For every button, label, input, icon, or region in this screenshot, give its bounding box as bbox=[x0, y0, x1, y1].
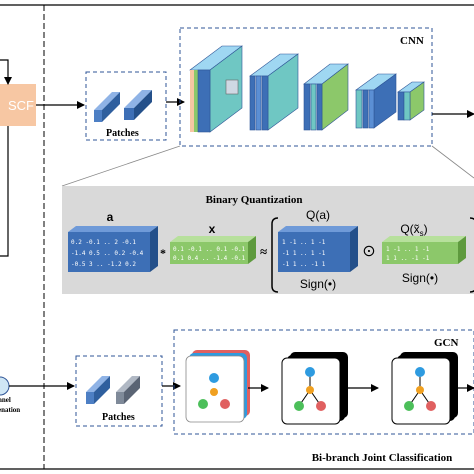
feedback-line-bottom bbox=[0, 126, 9, 257]
graph2-node-red bbox=[316, 401, 326, 411]
q-a-label: Q(a) bbox=[306, 208, 330, 222]
scf-label: SCF bbox=[8, 98, 34, 113]
odot-symbol: ⊙ bbox=[362, 243, 375, 260]
qx-matrix-row-2: 1 1 .. -1 -1 bbox=[386, 255, 430, 262]
graph3-node-green bbox=[404, 401, 414, 411]
patch-cube-1 bbox=[94, 92, 120, 122]
concatenation-label-line1: nnel bbox=[0, 396, 11, 404]
cnn-group: CNN bbox=[179, 27, 433, 147]
q-x-label-sub: s bbox=[420, 229, 424, 238]
graph1-node-red bbox=[220, 399, 230, 409]
graph-card-2 bbox=[281, 352, 348, 425]
graph-card-1 bbox=[185, 350, 250, 423]
sign-a-label: Sign(•) bbox=[300, 277, 336, 291]
multiply-symbol: * bbox=[160, 246, 166, 260]
qa-matrix-row-3: -1 1 .. -1 1 bbox=[282, 261, 326, 268]
q-x-label: Q(x̃s) bbox=[400, 222, 427, 238]
cnn-patches-group: Patches bbox=[85, 71, 167, 141]
feedback-arrow-top bbox=[0, 59, 12, 85]
patch-cube-2 bbox=[124, 90, 152, 120]
left-bracket bbox=[271, 217, 279, 293]
quantization-title: Binary Quantization bbox=[206, 194, 303, 206]
graph2-node-green bbox=[294, 401, 304, 411]
cnn-layer-2 bbox=[249, 53, 299, 131]
graph3-node-red bbox=[426, 401, 436, 411]
gcn-patches-dashed-box bbox=[75, 355, 163, 427]
concatenation-label-line2: enation bbox=[0, 406, 20, 414]
x-matrix-row-1: 0.1 -0.1 .. 0.1 -0.1 bbox=[173, 246, 246, 253]
approx-symbol: ≈ bbox=[260, 244, 267, 259]
graph3-node-orange bbox=[416, 386, 424, 394]
cnn-patches-dashed-box bbox=[85, 71, 167, 141]
zoom-line-left bbox=[61, 145, 181, 187]
cnn-layer-3 bbox=[303, 63, 349, 131]
scf-block: SCF bbox=[0, 84, 36, 126]
binary-quantization-panel: Binary Quantization a 0.2 -0.1 .. 2 -0.1… bbox=[62, 186, 474, 294]
cnn-layer-1 bbox=[189, 45, 243, 133]
graph2-node-blue bbox=[305, 367, 315, 377]
scf-box bbox=[0, 84, 36, 126]
q-x-label-close: ) bbox=[424, 222, 428, 236]
qa-matrix-row-1: 1 -1 .. 1 -1 bbox=[282, 239, 326, 246]
graph1-node-orange bbox=[210, 388, 218, 396]
cnn-layer-4 bbox=[355, 73, 397, 129]
graph1-node-blue bbox=[209, 373, 219, 383]
cnn-patches-label: Patches bbox=[106, 128, 139, 139]
a-symbol: a bbox=[107, 210, 114, 224]
q-x-matrix-cube: 1 -1 .. 1 -1 1 1 .. -1 -1 bbox=[382, 236, 466, 264]
a-matrix-row-2: -1.4 0.5 .. 0.2 -0.4 bbox=[71, 250, 144, 257]
gcn-patches-label: Patches bbox=[102, 412, 135, 423]
graph2-node-orange bbox=[306, 386, 314, 394]
graph3-node-blue bbox=[415, 367, 425, 377]
qa-matrix-row-2: -1 1 .. 1 -1 bbox=[282, 250, 326, 257]
a-matrix-row-3: -0.5 3 .. -1.2 0.2 bbox=[71, 261, 136, 268]
gcn-group: GCN bbox=[173, 329, 474, 435]
gcn-patch-cube-2 bbox=[116, 376, 140, 404]
zoom-line-right bbox=[431, 145, 474, 179]
x-matrix-cube: 0.1 -0.1 .. 0.1 -0.1 0.1 0.4 .. -1.4 -0.… bbox=[170, 236, 256, 264]
a-matrix-row-1: 0.2 -0.1 .. 2 -0.1 bbox=[71, 239, 136, 246]
gcn-patches-group: Patches bbox=[75, 355, 163, 427]
cnn-dashed-box bbox=[179, 27, 433, 147]
gcn-title: GCN bbox=[434, 337, 459, 349]
qx-matrix-row-1: 1 -1 .. 1 -1 bbox=[386, 246, 430, 253]
q-a-matrix-cube: 1 -1 .. 1 -1 -1 1 .. 1 -1 -1 1 .. -1 1 bbox=[278, 226, 358, 272]
right-bracket bbox=[469, 217, 474, 293]
gcn-patch-cube-1 bbox=[86, 376, 110, 404]
x-symbol: x bbox=[209, 222, 216, 236]
gcn-dashed-box bbox=[173, 329, 474, 435]
cnn-layer-5 bbox=[397, 81, 425, 121]
sign-x-label: Sign(•) bbox=[402, 271, 438, 285]
graph1-node-green bbox=[198, 399, 208, 409]
x-matrix-row-2: 0.1 0.4 .. -1.4 -0.1 bbox=[173, 255, 246, 262]
concatenation-node: nnel enation bbox=[0, 376, 20, 414]
graph-card-3 bbox=[391, 352, 458, 425]
a-matrix-cube: 0.2 -0.1 .. 2 -0.1 -1.4 0.5 .. 0.2 -0.4 … bbox=[68, 226, 158, 272]
q-x-label-main: Q(x̃ bbox=[400, 222, 419, 236]
cnn-title: CNN bbox=[400, 35, 424, 47]
footer-label: Bi-branch Joint Classification bbox=[312, 452, 453, 464]
